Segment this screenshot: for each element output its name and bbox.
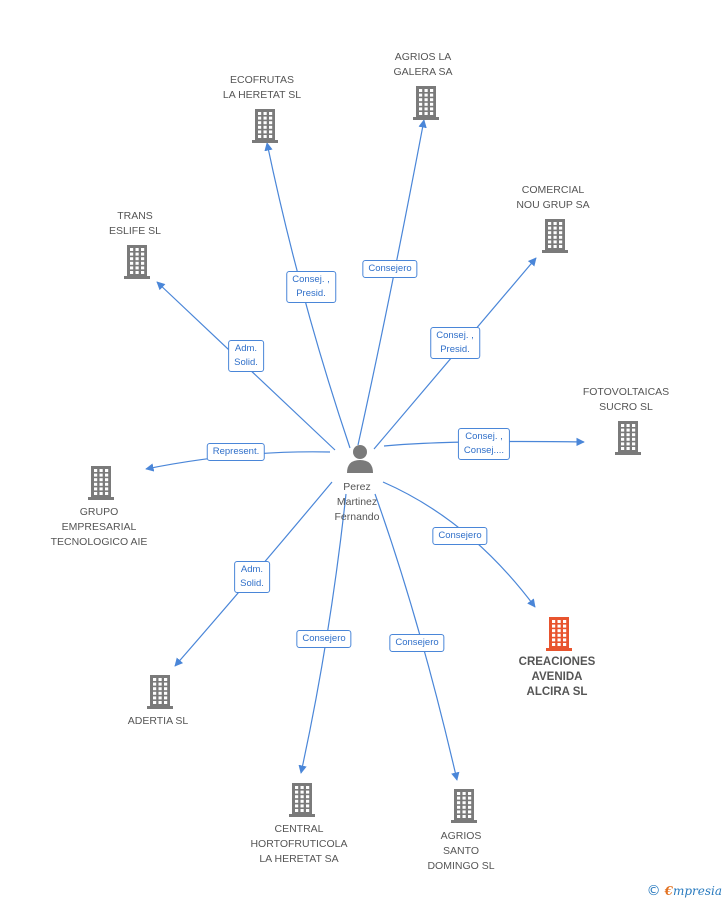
company-label-central-hortofruticola[interactable]: CENTRAL HORTOFRUTICOLA LA HERETAT SA xyxy=(219,822,379,867)
company-label-central-hortofruticola-line: CENTRAL xyxy=(274,823,324,835)
company-node-ecofrutas[interactable] xyxy=(252,109,278,148)
company-node-creaciones[interactable] xyxy=(546,617,572,656)
company-label-agrios-galera-line: AGRIOS LA xyxy=(394,51,452,63)
company-label-adertia[interactable]: ADERTIA SL xyxy=(78,714,238,729)
edge-agrios-santo xyxy=(374,493,460,781)
brand-watermark: ©€mpresia xyxy=(647,883,722,899)
edge-label-line: Adm. xyxy=(240,564,264,575)
edge-label-central-hortofruticola[interactable]: Consejero xyxy=(296,630,352,648)
edge-label-trans-eslife[interactable]: Adm. Solid. xyxy=(228,340,264,372)
edge-label-line: Adm. xyxy=(234,343,258,354)
person-icon xyxy=(347,445,373,473)
brand-name: mpresia xyxy=(672,884,722,898)
company-label-agrios-santo-line: SANTO xyxy=(443,845,479,857)
center-person-node[interactable] xyxy=(345,443,375,478)
building-icon xyxy=(546,617,572,651)
edge-label-line: Presid. xyxy=(440,344,470,355)
company-node-grupo-empresarial[interactable] xyxy=(88,466,114,505)
company-label-ecofrutas-line: ECOFRUTAS xyxy=(230,74,294,86)
company-label-adertia-line: ADERTIA SL xyxy=(127,715,189,727)
edge-label-comercial-nou[interactable]: Consej. , Presid. xyxy=(430,327,480,359)
building-icon xyxy=(413,86,439,120)
company-label-creaciones-line: ALCIRA SL xyxy=(526,686,588,698)
company-label-agrios-galera-line: GALERA SA xyxy=(393,66,453,78)
building-icon xyxy=(542,219,568,253)
center-person-label-line: Fernando xyxy=(334,511,380,523)
company-node-central-hortofruticola[interactable] xyxy=(289,783,315,822)
company-label-trans-eslife[interactable]: TRANS ESLIFE SL xyxy=(55,209,215,239)
company-node-trans-eslife[interactable] xyxy=(124,245,150,284)
company-label-agrios-santo[interactable]: AGRIOS SANTO DOMINGO SL xyxy=(381,829,541,874)
edge-label-grupo-empresarial[interactable]: Represent. xyxy=(206,443,266,461)
company-label-agrios-galera[interactable]: AGRIOS LA GALERA SA xyxy=(343,50,503,80)
company-node-agrios-galera[interactable] xyxy=(413,86,439,125)
company-node-fotovoltaicas[interactable] xyxy=(615,421,641,460)
edge-label-line: Consejero xyxy=(302,633,346,644)
company-label-grupo-empresarial[interactable]: GRUPO EMPRESARIAL TECNOLOGICO AIE xyxy=(19,505,179,550)
edge-label-line: Consejero xyxy=(438,530,482,541)
company-label-trans-eslife-line: TRANS xyxy=(117,210,153,222)
edge-agrios-galera xyxy=(357,119,427,446)
edge-label-line: Consej.... xyxy=(463,445,505,456)
company-label-fotovoltaicas[interactable]: FOTOVOLTAICAS SUCRO SL xyxy=(546,385,706,415)
company-label-agrios-santo-line: AGRIOS xyxy=(440,830,482,842)
building-icon xyxy=(615,421,641,455)
company-label-ecofrutas-line: LA HERETAT SL xyxy=(222,89,302,101)
company-node-adertia[interactable] xyxy=(147,675,173,714)
copyright-icon: © xyxy=(646,883,661,899)
building-icon xyxy=(289,783,315,817)
company-node-agrios-santo[interactable] xyxy=(451,789,477,828)
company-label-grupo-empresarial-line: GRUPO xyxy=(79,506,119,518)
company-node-comercial-nou[interactable] xyxy=(542,219,568,258)
edge-label-creaciones[interactable]: Consejero xyxy=(432,527,488,545)
center-person-label-line: Perez xyxy=(343,481,371,493)
edge-label-line: Consejero xyxy=(368,263,412,274)
company-label-comercial-nou[interactable]: COMERCIAL NOU GRUP SA xyxy=(473,183,633,213)
building-icon xyxy=(124,245,150,279)
edge-label-line: Consejero xyxy=(395,637,439,648)
company-label-trans-eslife-line: ESLIFE SL xyxy=(109,225,161,237)
edge-label-line: Solid. xyxy=(240,578,264,589)
company-label-comercial-nou-line: NOU GRUP SA xyxy=(516,199,590,211)
edge-label-line: Consej. , xyxy=(436,330,474,341)
edge-label-agrios-santo[interactable]: Consejero xyxy=(389,634,445,652)
edge-label-agrios-galera[interactable]: Consejero xyxy=(362,260,418,278)
brand-logo-letter: € xyxy=(664,884,673,898)
company-label-ecofrutas[interactable]: ECOFRUTAS LA HERETAT SL xyxy=(182,73,342,103)
company-label-creaciones[interactable]: CREACIONES AVENIDA ALCIRA SL xyxy=(477,655,637,700)
company-label-grupo-empresarial-line: TECNOLOGICO AIE xyxy=(50,536,148,548)
company-label-creaciones-line: AVENIDA xyxy=(531,671,583,683)
edge-label-line: Consej. , xyxy=(292,274,330,285)
edge-label-line: Solid. xyxy=(234,357,258,368)
edge-label-line: Presid. xyxy=(296,288,326,299)
company-label-agrios-santo-line: DOMINGO SL xyxy=(427,860,495,872)
building-icon xyxy=(88,466,114,500)
company-label-comercial-nou-line: COMERCIAL xyxy=(521,184,585,196)
edge-label-line: Represent. xyxy=(212,446,260,457)
edge-label-adertia[interactable]: Adm. Solid. xyxy=(234,561,270,593)
edge-label-line: Consej. , xyxy=(465,431,503,442)
edge-label-fotovoltaicas[interactable]: Consej. , Consej.... xyxy=(457,428,511,460)
company-label-grupo-empresarial-line: EMPRESARIAL xyxy=(61,521,137,533)
company-label-fotovoltaicas-line: FOTOVOLTAICAS xyxy=(582,386,670,398)
center-person-label-line: Martinez xyxy=(336,496,378,508)
building-icon xyxy=(252,109,278,143)
company-label-creaciones-line: CREACIONES xyxy=(518,656,596,668)
company-label-central-hortofruticola-line: HORTOFRUTICOLA xyxy=(250,838,348,850)
company-label-central-hortofruticola-line: LA HERETAT SA xyxy=(259,853,339,865)
edge-label-ecofrutas[interactable]: Consej. , Presid. xyxy=(286,271,336,303)
building-icon xyxy=(147,675,173,709)
company-label-fotovoltaicas-line: SUCRO SL xyxy=(599,401,653,413)
building-icon xyxy=(451,789,477,823)
